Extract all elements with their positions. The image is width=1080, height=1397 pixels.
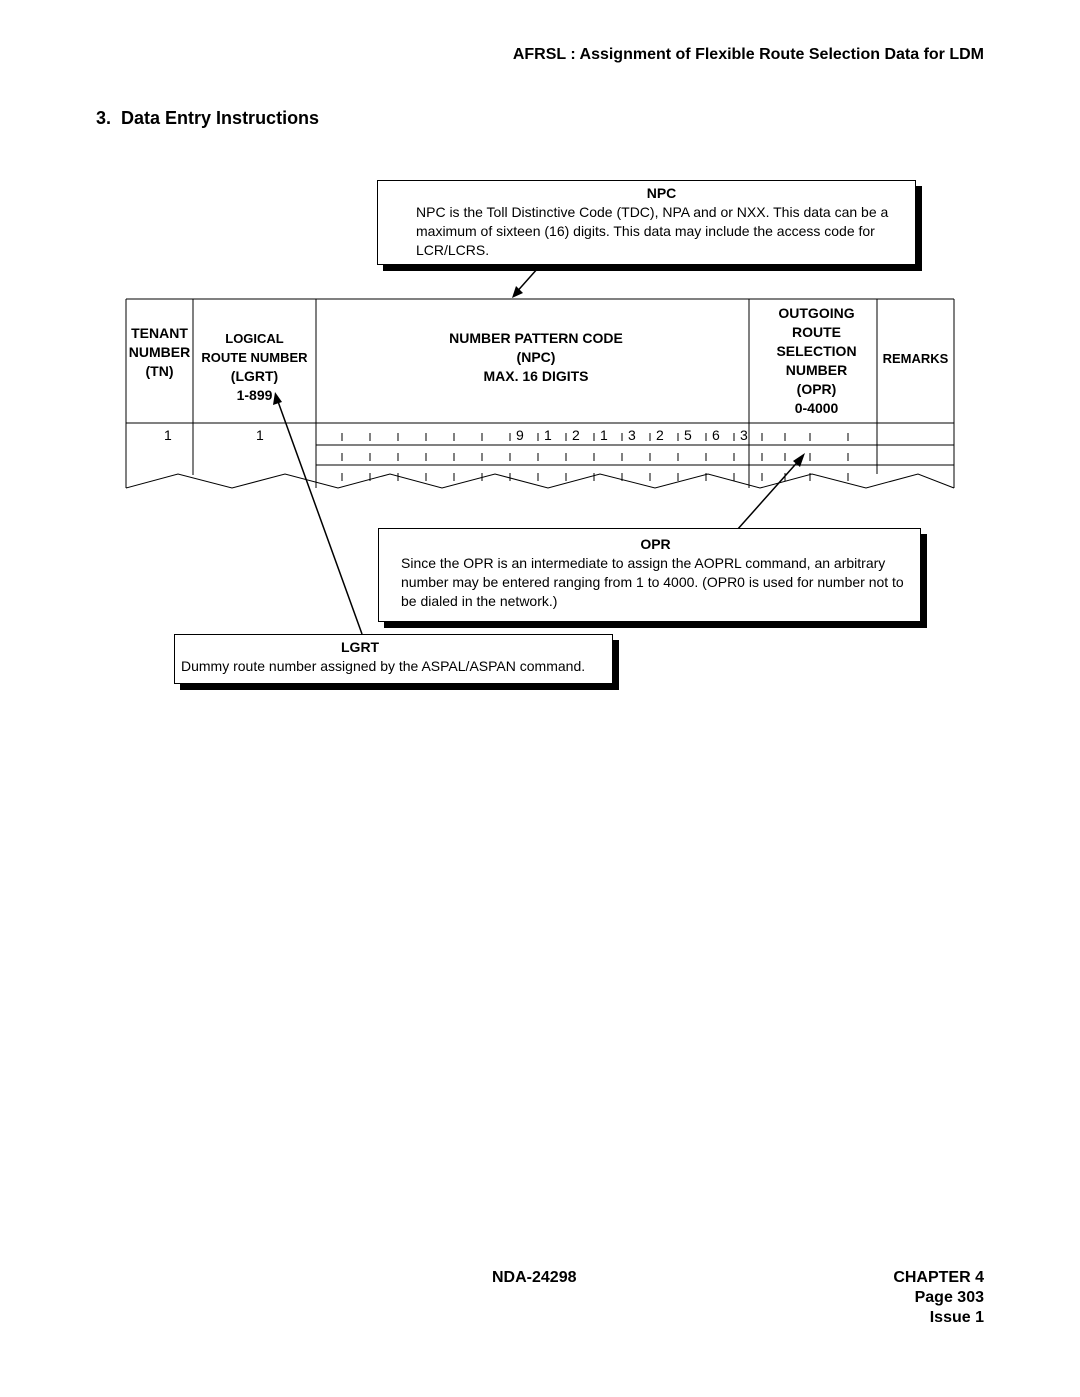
document-header-title: AFRSL : Assignment of Flexible Route Sel… [512,46,984,63]
npc-digit: 1 [544,427,552,443]
npc-digit: 2 [656,427,664,443]
header-outgoing-route-selection-number: OUTGOING ROUTE SELECTION NUMBER (OPR) 0-… [749,304,884,418]
header-npc-line-1: NUMBER PATTERN CODE [449,330,623,346]
footer-chapter-info: CHAPTER 4 Page 303 Issue 1 [893,1268,984,1328]
header-tenant-number: TENANT NUMBER (TN) [126,324,193,381]
opr-pointer-line [736,456,803,531]
header-npc-line-2: (NPC) [516,349,556,365]
lgrt-callout: LGRT Dummy route number assigned by the … [174,634,613,684]
header-opr-line-3: SELECTION [776,343,857,359]
header-opr-line-2: ROUTE [792,324,841,340]
opr-callout-title: OPR [640,536,671,552]
header-opr-line-1: OUTGOING [778,305,855,321]
lgrt-callout-title: LGRT [341,639,380,655]
section-heading: 3. Data Entry Instructions [96,108,319,129]
footer-page: Page 303 [914,1289,984,1306]
header-number-pattern-code: NUMBER PATTERN CODE (NPC) MAX. 16 DIGITS [316,329,756,386]
opr-arrowhead [793,453,805,467]
npc-callout-text: NPC is the Toll Distinctive Code (TDC), … [416,204,889,258]
npc-digit: 5 [684,427,692,443]
npc-digit: 3 [628,427,636,443]
row1-tn-value: 1 [164,427,172,443]
opr-callout: OPR Since the OPR is an intermediate to … [378,528,921,622]
header-lgrt-line-4: 1-899 [236,387,273,403]
section-title: Data Entry Instructions [121,108,320,128]
npc-digit: 2 [572,427,580,443]
header-remarks-line-1: REMARKS [882,351,949,366]
header-lgrt-line-3: (LGRT) [230,368,279,384]
header-remarks: REMARKS [877,349,954,368]
footer-issue: Issue 1 [929,1309,984,1326]
header-opr-line-5: (OPR) [796,381,837,397]
header-tn-line-3: (TN) [145,363,174,379]
header-opr-line-4: NUMBER [785,362,848,378]
npc-digit: 6 [712,427,720,443]
header-logical-route-number: LOGICAL ROUTE NUMBER (LGRT) 1-899 [193,329,316,405]
row1-lgrt-value: 1 [256,427,264,443]
npc-digit: 1 [600,427,608,443]
opr-callout-text: Since the OPR is an intermediate to assi… [401,555,904,609]
lgrt-callout-text: Dummy route number assigned by the ASPAL… [181,658,586,674]
section-number: 3. [96,108,112,128]
npc-arrowhead [512,286,523,298]
lgrt-pointer-line [275,395,363,635]
npc-digit: 3 [740,427,748,443]
header-lgrt-line-1: LOGICAL [225,331,284,346]
npc-digit: 9 [516,427,524,443]
footer-doc-number: NDA-24298 [492,1269,577,1286]
header-opr-line-6: 0-4000 [794,400,839,416]
header-lgrt-line-2: ROUTE NUMBER [201,350,308,365]
npc-callout: NPC NPC is the Toll Distinctive Code (TD… [377,180,916,265]
header-npc-line-3: MAX. 16 DIGITS [483,368,589,384]
table-torn-edge [125,473,955,489]
npc-callout-title: NPC [646,185,677,201]
header-tn-line-2: NUMBER [128,344,191,360]
header-tn-line-1: TENANT [131,325,188,341]
digit-cell-ticks [341,433,849,481]
lgrt-arrowhead [273,392,282,405]
footer-chapter: CHAPTER 4 [893,1269,984,1286]
